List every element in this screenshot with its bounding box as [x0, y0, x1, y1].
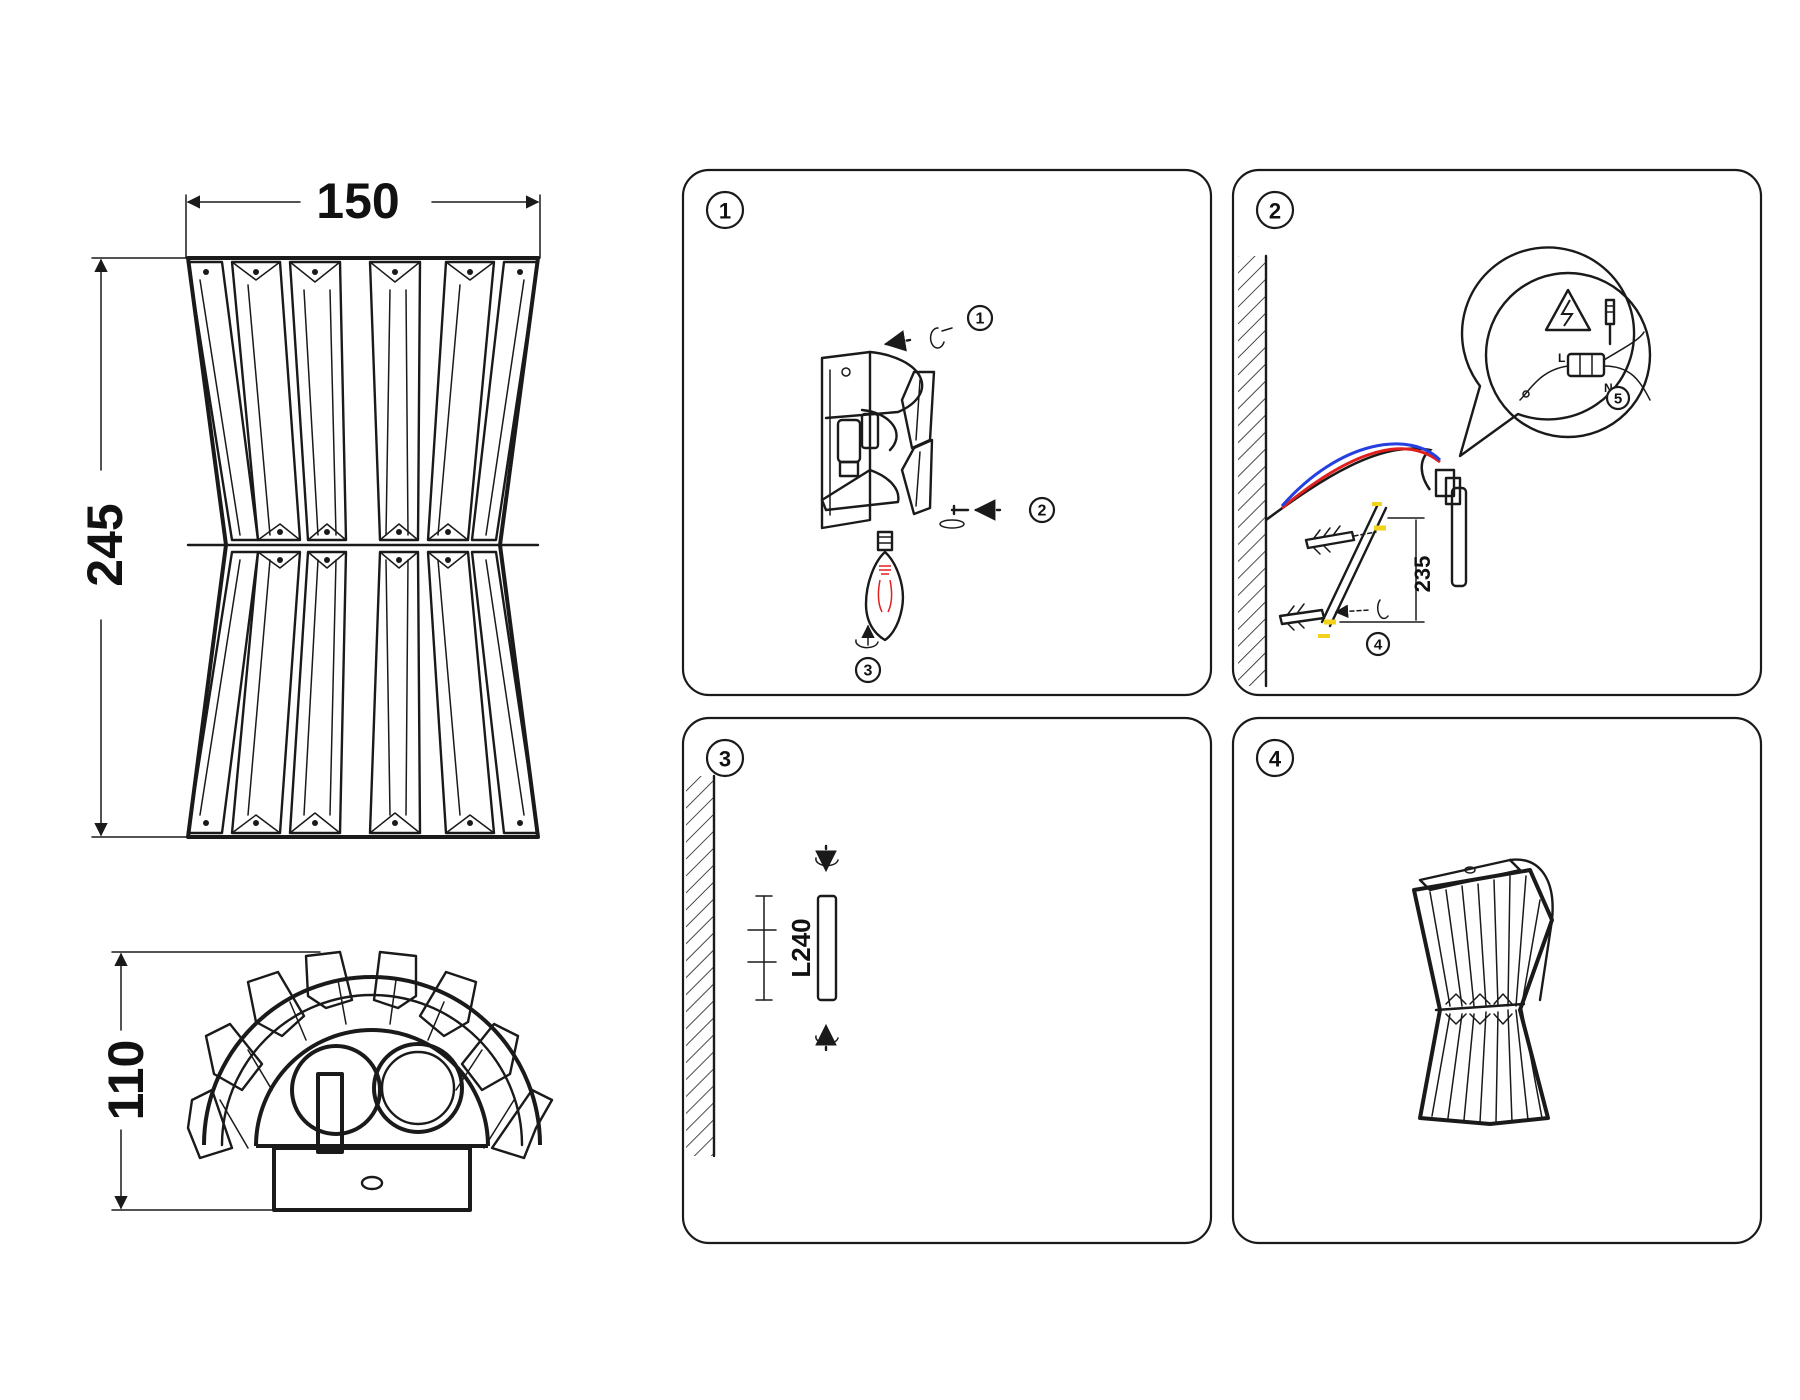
panel-2-callout-4: 4 — [1374, 637, 1383, 654]
wire-label-neutral: N — [1604, 381, 1613, 395]
lamp-top-outline — [186, 950, 554, 1212]
screwdriver-icon — [1604, 298, 1616, 346]
width-value: 150 — [316, 173, 399, 229]
rotate-screw-icon — [929, 327, 945, 349]
rotate-screw-icon — [815, 1035, 839, 1045]
wall — [1238, 256, 1266, 686]
depth-value: 110 — [98, 1040, 154, 1121]
rotate-screw-icon — [1377, 599, 1389, 620]
panel-2-callout-5: 5 — [1614, 391, 1622, 408]
panel-3: 3 L240 — [681, 716, 1213, 1245]
height-value: 245 — [77, 503, 133, 586]
assembled-lamp — [1412, 858, 1554, 1126]
high-voltage-warning-icon — [1544, 288, 1592, 332]
wiring-detail-bubble: L N 5 — [1458, 246, 1652, 458]
panel-1-callout-3: 3 — [864, 663, 873, 680]
width-dimension: 150 — [185, 173, 541, 259]
panel-1-fixture: 1 2 3 — [820, 304, 1056, 684]
panel-2-label: 2 — [1269, 199, 1281, 224]
neutral-wire — [1280, 442, 1442, 507]
panel-1: 1 — [681, 168, 1213, 697]
panel-4: 4 — [1231, 716, 1763, 1245]
panel-2: 2 235 4 — [1231, 168, 1763, 697]
panel-2-measure: 235 — [1410, 556, 1435, 593]
panel-4-label: 4 — [1269, 747, 1282, 772]
light-bulb-icon — [864, 530, 905, 642]
wire-label-live: L — [1558, 351, 1565, 365]
panel-3-label: 3 — [719, 747, 731, 772]
panel-1-callout-2: 2 — [1038, 503, 1047, 520]
lamp-front-outline — [186, 256, 540, 839]
height-dimension: 245 — [77, 257, 189, 838]
depth-dimension: 110 — [98, 951, 321, 1211]
panel-1-callout-1: 1 — [976, 311, 985, 328]
panel-3-measure: L240 — [786, 918, 816, 977]
top-view: 110 — [98, 950, 554, 1212]
wall — [686, 776, 714, 1156]
rotate-screw-icon — [815, 857, 839, 867]
live-wire — [1281, 447, 1441, 510]
panel-1-label: 1 — [719, 199, 731, 224]
front-view: 150 245 — [77, 173, 541, 839]
